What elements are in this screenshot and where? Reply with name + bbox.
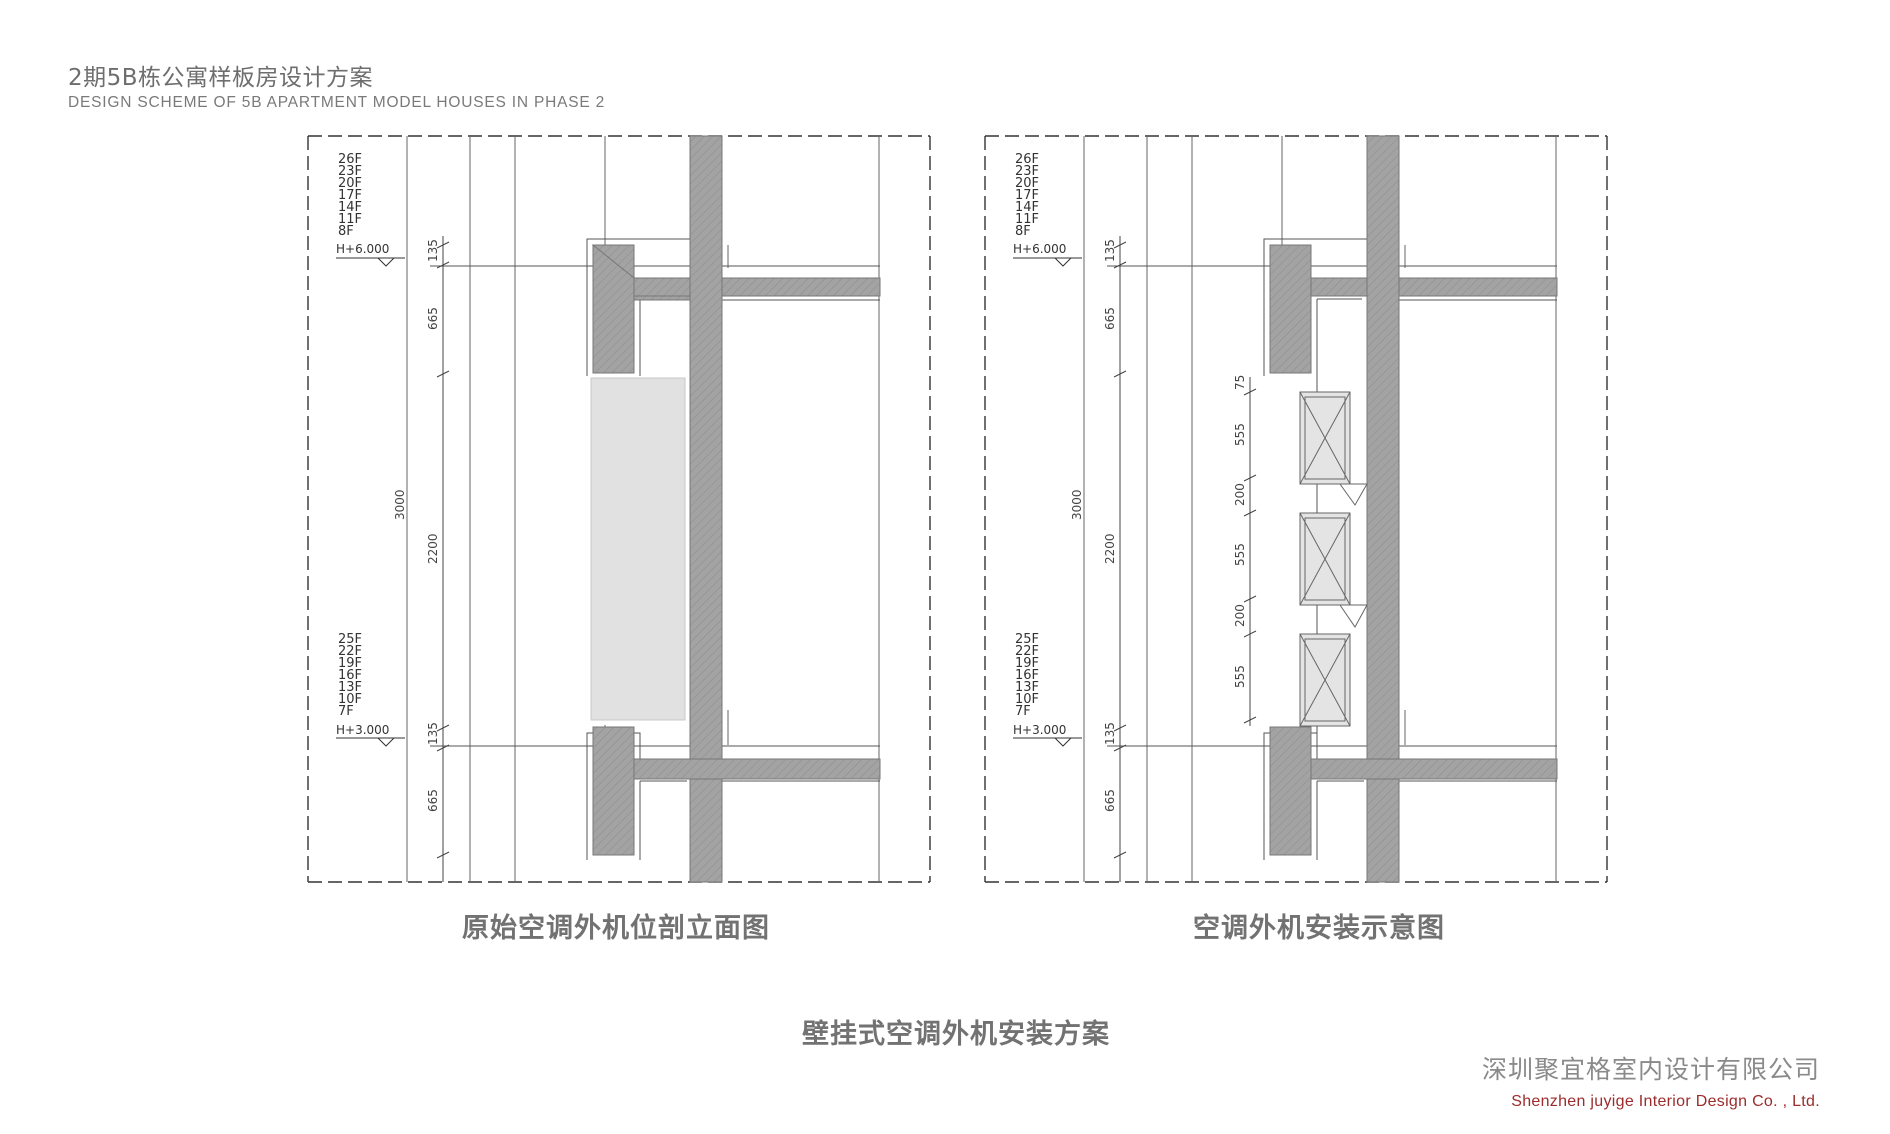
dim-text: 555 [1233,665,1247,688]
dim-text: 135 [1103,239,1117,262]
company-name-en: Shenzhen juyige Interior Design Co. , Lt… [1511,1093,1820,1110]
floor-label: 16F [1015,668,1039,683]
level-label-lower: H+3.000 [336,723,389,737]
floor-label: 13F [1015,680,1039,695]
dim-text: 555 [1233,543,1247,566]
dim-text: 3000 [1070,489,1084,520]
floor-label: 17F [338,188,362,203]
ac-recess [590,377,686,721]
left-elevation [307,135,931,883]
floor-label: 22F [1015,644,1039,659]
ac-unit-2 [1299,512,1368,628]
right-dims: 135 665 2200 135 665 3000 75 555 200 555… [1070,239,1247,812]
floor-label: 8F [338,224,354,239]
floor-label: 11F [1015,212,1039,227]
floor-label: 25F [338,632,362,647]
floor-label: 7F [1015,704,1031,719]
left-frame [307,135,931,882]
level-label-upper: H+6.000 [1013,242,1066,256]
left-labels: 26F 23F 20F 17F 14F 11F 8F H+6.000 25F 2… [336,152,389,737]
floor-label: 14F [1015,200,1039,215]
dim-text: 75 [1233,375,1247,390]
left-dim-line [436,236,450,882]
company-name-cn: 深圳聚宜格室内设计有限公司 [1481,1055,1820,1084]
ac-unit-3 [1299,633,1351,727]
dim-text: 555 [1233,423,1247,446]
page-title: 2期5B栋公寓样板房设计方案 [68,65,374,91]
dim-text: 3000 [393,489,407,520]
left-caption: 原始空调外机位剖立面图 [462,913,770,944]
main-caption: 壁挂式空调外机安装方案 [802,1019,1110,1050]
right-labels: 26F 23F 20F 17F 14F 11F 8F H+6.000 25F 2… [1013,152,1066,737]
dim-text: 200 [1233,604,1247,627]
dim-text: 2200 [1103,533,1117,564]
page-subtitle: DESIGN SCHEME OF 5B APARTMENT MODEL HOUS… [68,94,606,111]
floor-label: 20F [338,176,362,191]
floor-label: 23F [1015,164,1039,179]
ac-units [1299,391,1368,727]
dim-text: 200 [1233,483,1247,506]
left-dims: 135 665 2200 135 665 3000 [393,239,440,812]
dim-text: 665 [426,307,440,330]
left-level-markers [336,257,405,747]
floor-label: 25F [1015,632,1039,647]
floor-label: 23F [338,164,362,179]
floor-label: 16F [338,668,362,683]
level-label-upper: H+6.000 [336,242,389,256]
floor-label: 17F [1015,188,1039,203]
dim-text: 135 [426,722,440,745]
floor-label: 20F [1015,176,1039,191]
floor-label: 8F [1015,224,1031,239]
ac-unit-1 [1299,391,1368,506]
right-elevation [984,135,1608,883]
dim-text: 665 [426,789,440,812]
dim-text: 2200 [426,533,440,564]
floor-label: 10F [338,692,362,707]
floor-label: 19F [338,656,362,671]
left-floor-lines [430,265,880,747]
floor-label: 26F [338,152,362,167]
right-caption: 空调外机安装示意图 [1193,913,1445,944]
floor-label: 14F [338,200,362,215]
floor-label: 7F [338,704,354,719]
floor-label: 22F [338,644,362,659]
level-label-lower: H+3.000 [1013,723,1066,737]
dim-text: 665 [1103,307,1117,330]
dim-text: 665 [1103,789,1117,812]
dim-text: 135 [1103,722,1117,745]
floor-label: 13F [338,680,362,695]
floor-label: 19F [1015,656,1039,671]
dim-text: 135 [426,239,440,262]
floor-label: 10F [1015,692,1039,707]
floor-label: 26F [1015,152,1039,167]
floor-label: 11F [338,212,362,227]
